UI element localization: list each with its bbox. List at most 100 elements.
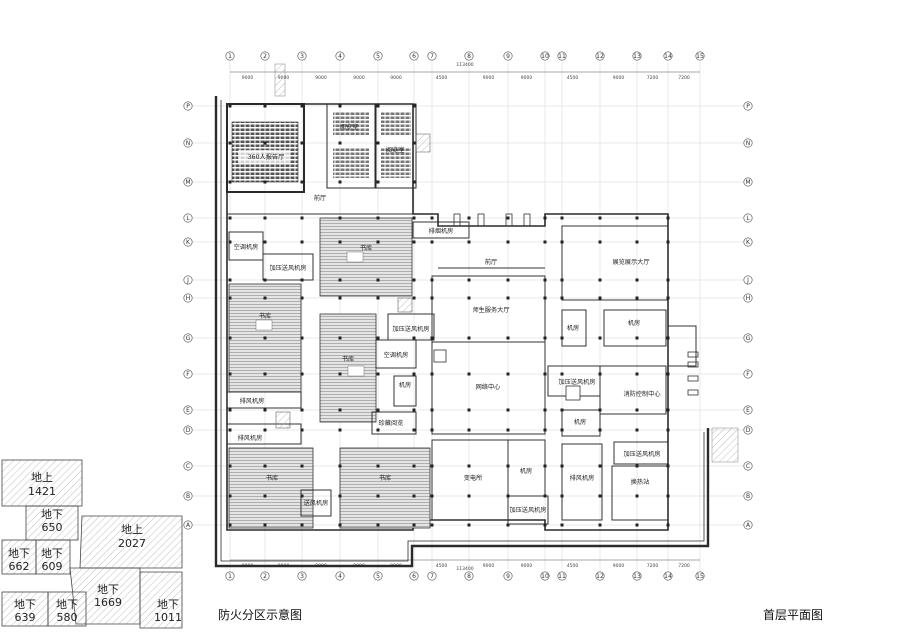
structural-column [300,240,304,244]
room-lobby: 前厅 [314,194,326,202]
column-axis-bubble [663,51,673,61]
column-axis-bubble [557,51,567,61]
structural-column [376,296,380,300]
column-axis-label: 6 [412,573,416,580]
room-pressurized-fan-3: 加压送风机房 [558,378,595,386]
structural-column [506,523,510,527]
row-axis-bubble [183,275,193,285]
structural-column [666,494,670,498]
structural-column [338,494,342,498]
structural-column [506,372,510,376]
structural-column [543,296,547,300]
room-exhaust-fan-4: 排风机房 [570,474,595,482]
column-axis-label: 6 [412,53,416,60]
interior-walls [226,213,697,525]
column-axis-bubble [540,51,550,61]
row-axis-bubble [743,491,753,501]
structural-column [300,408,304,412]
structural-column [228,523,232,527]
structural-column [376,278,380,282]
column-axis-bubble [663,571,673,581]
fire-zone-5-level: 地下 [41,547,63,560]
row-axis-label: E [186,407,190,414]
structural-column [228,141,232,145]
fire-zone-1-level: 地上 [31,471,53,484]
row-axis-bubble [743,101,753,111]
row-axis-bubble [183,293,193,303]
row-axis-bubble [743,405,753,415]
row-axis-bubble [743,293,753,303]
column-axis-label: 3 [300,573,304,580]
fire-zone-9-level: 地下 [157,598,179,611]
structural-column [506,216,510,220]
structural-column [338,296,342,300]
column-axis-bubble [695,571,705,581]
column-axis-bubble [595,571,605,581]
fire-zone-2-level: 地下 [41,508,63,521]
fire-zone-diagram [1,459,183,629]
column-axis-label: 13 [633,53,641,60]
row-axis-label: J [186,277,189,284]
row-axis-bubble [743,138,753,148]
structural-column [635,278,639,282]
structural-column [430,494,434,498]
structural-column [506,494,510,498]
structural-column [376,336,380,340]
structural-column [338,141,342,145]
structural-column [300,336,304,340]
room-auditorium: 360人报告厅 [248,153,285,161]
room-ac-2: 空调机房 [384,351,409,359]
structural-column [543,278,547,282]
structural-column [300,141,304,145]
dimension-value: 9000 [483,75,495,81]
column-axis-label: 11 [558,53,566,60]
structural-column [635,336,639,340]
structural-column [263,408,267,412]
fire-zone-7-area: 639 [15,611,36,624]
row-axis-bubble [183,491,193,501]
column-axis-bubble [409,571,419,581]
structural-column [263,104,267,108]
column-axis-label: 9 [506,573,510,580]
row-axis-label: F [746,371,750,378]
room-stacks-5: 书库 [379,474,391,482]
column-axis-label: 14 [664,573,672,580]
structural-column [430,372,434,376]
fire-zone-3-area: 2027 [118,537,146,550]
row-axis-bubble [183,213,193,223]
column-axis-label: 9 [506,53,510,60]
fire-zone-6-area: 1669 [94,596,122,609]
structural-column [560,372,564,376]
structural-column [228,494,232,498]
structural-column [635,408,639,412]
structural-column [430,336,434,340]
column-axis-bubble [695,51,705,61]
room-heat-exchange: 换热站 [631,478,650,486]
structural-column [412,523,416,527]
fire-zone-4-area: 662 [9,560,30,573]
structural-column [228,372,232,376]
structural-column [430,523,434,527]
structural-column [598,464,602,468]
structural-column [338,464,342,468]
structural-column [635,428,639,432]
structural-column [263,141,267,145]
column-axis-bubble [503,571,513,581]
structural-column [560,240,564,244]
structural-column [228,240,232,244]
fire-zone-labels: 地上 1421 地下 650 地上 2027 地下 662 地下 609 地下 … [8,471,182,624]
row-axis-bubble [743,461,753,471]
structural-column [430,216,434,220]
column-axis-bubble [632,51,642,61]
structural-column [506,296,510,300]
structural-column [598,296,602,300]
structural-column [635,464,639,468]
room-pressurized-fan-1: 加压送风机房 [269,264,306,272]
row-axis-label: D [746,427,751,434]
structural-column [560,216,564,220]
room-stacks-2: 书库 [259,312,271,320]
fire-zone-8-area: 580 [57,611,78,624]
row-axis-bubble [743,177,753,187]
structural-column [635,216,639,220]
